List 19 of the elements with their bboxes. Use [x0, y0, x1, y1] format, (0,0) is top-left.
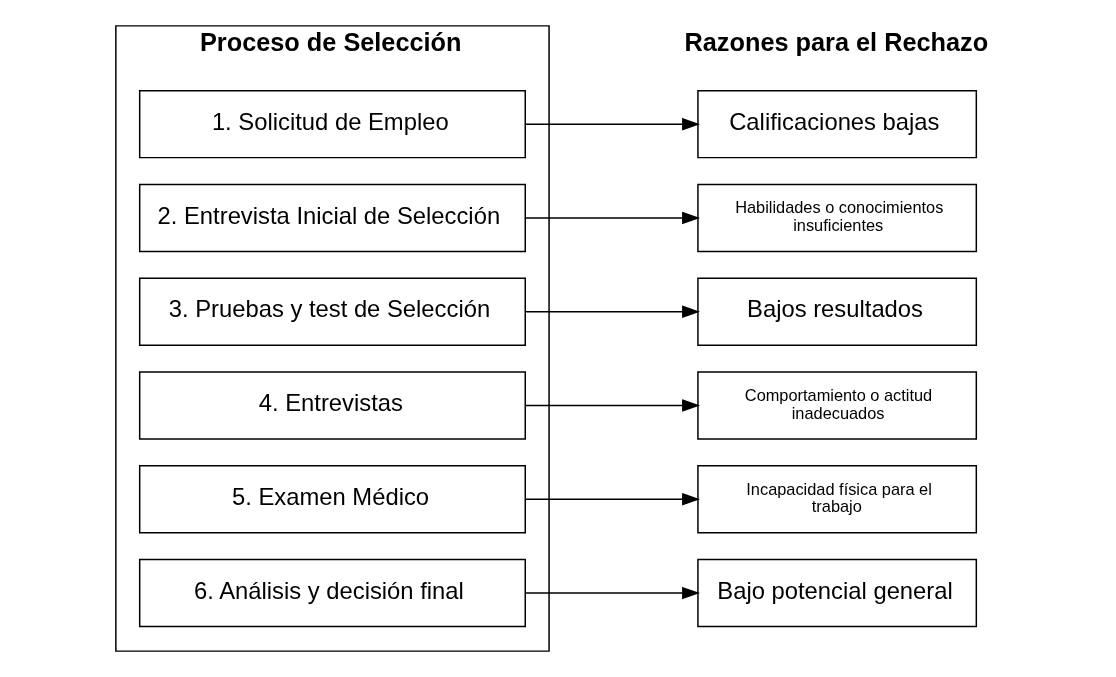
- arrow: [525, 305, 700, 318]
- arrow: [525, 493, 700, 506]
- label: Razones para el Rechazo: [684, 27, 989, 56]
- node-box: 1. Solicitud de Empleo: [138, 89, 526, 159]
- node-box: Bajos resultados: [697, 277, 978, 346]
- node-box: Bajo potencial general: [697, 558, 978, 628]
- node-box: Habilidades o conocimientos insuficientes: [697, 183, 978, 253]
- node-box: Incapacidad física para el trabajo: [697, 465, 978, 534]
- node-box: 3. Pruebas y test de Selección: [138, 277, 526, 346]
- node-box: 2. Entrevista Inicial de Selección: [138, 183, 526, 253]
- node-box: 5. Examen Médico: [138, 465, 526, 534]
- arrow: [525, 399, 700, 412]
- node-box: 4. Entrevistas: [138, 371, 526, 440]
- node-box: Calificaciones bajas: [697, 89, 978, 159]
- arrow: [525, 211, 700, 225]
- node-box: 6. Análisis y decisión final: [138, 558, 526, 628]
- arrow: [525, 117, 700, 131]
- node-box: Comportamiento o actitud inadecuados: [697, 371, 978, 440]
- arrow: [525, 586, 700, 600]
